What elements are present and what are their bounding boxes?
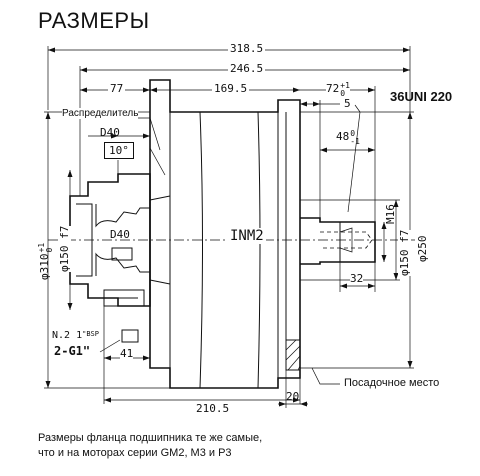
dim-250: φ250 <box>416 235 429 263</box>
dim-d40-top: D40 <box>100 126 120 139</box>
distributor-block <box>69 160 151 343</box>
port-label-1b: "BSP <box>82 330 99 338</box>
port-label-2: 2-G1" <box>54 344 91 358</box>
dim-210-5: 210.5 <box>196 402 230 415</box>
model-label: INM2 <box>228 228 266 244</box>
dim-20: 20 <box>286 390 300 403</box>
dim-72-value: 72 <box>326 82 340 95</box>
footnote-line-1: Размеры фланца подшипника те же самые, <box>38 432 263 444</box>
port-label-1a: N.2 1 <box>52 330 83 341</box>
angle-10-box: 10° <box>104 142 134 159</box>
dim-d40-body: D40 <box>110 228 130 241</box>
dim-32: 32 <box>350 272 364 285</box>
seat-label: Посадочное место <box>344 377 440 389</box>
distributor-label: Распределитель <box>62 108 139 119</box>
dimension-lines <box>44 46 414 408</box>
dim-72-tol-low: 0 <box>340 89 346 98</box>
flange-hatch <box>285 339 301 371</box>
dim-48-tol-up: 0 <box>350 129 356 138</box>
dim-310-tol-low: 0 <box>45 247 54 253</box>
dim-72-tol-up: +1 <box>340 81 350 90</box>
dim-48: 480-1 <box>336 130 360 146</box>
port-label-1: N.2 1"BSP <box>52 330 99 341</box>
dim-48-tol-low: -1 <box>350 137 360 146</box>
motor-body <box>149 79 301 389</box>
dim-48-value: 48 <box>336 130 350 143</box>
dim-41: 41 <box>120 347 134 360</box>
dim-150-right: φ150 f7 <box>398 229 411 276</box>
dim-169-5: 169.5 <box>212 82 250 95</box>
dim-318-5: 318.5 <box>228 42 266 55</box>
dim-150-left: φ150 f7 <box>58 225 71 272</box>
page-title: РАЗМЕРЫ <box>38 8 150 33</box>
footnote-line-2: что и на моторах серии GM2, M3 и P3 <box>38 447 232 459</box>
dim-246-5: 246.5 <box>228 62 266 75</box>
dim-m16: M16 <box>384 204 397 224</box>
dim-77: 77 <box>108 82 126 95</box>
footnote: Размеры фланца подшипника те же самые, ч… <box>38 431 262 461</box>
dim-310-value: φ310 <box>38 253 51 281</box>
dim-5: 5 <box>344 97 351 110</box>
shaft-spec-label: 36UNI 220 <box>390 89 453 104</box>
output-shaft <box>300 217 376 265</box>
